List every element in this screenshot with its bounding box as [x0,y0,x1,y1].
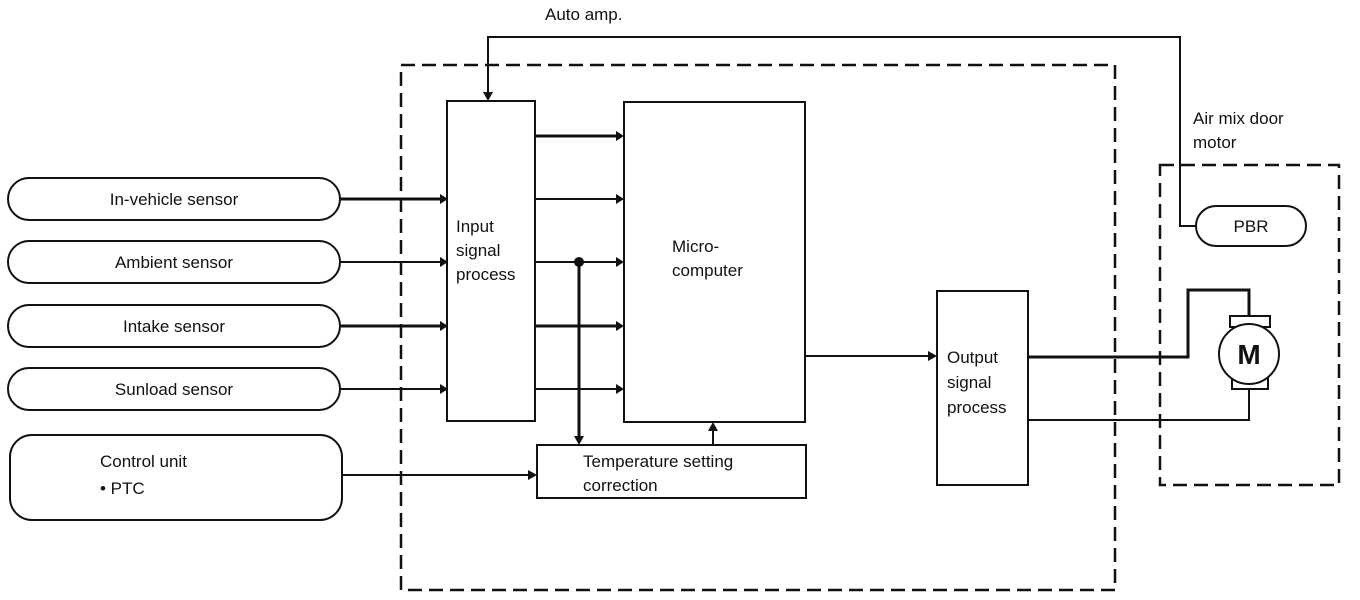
output-signal-process-block: Output signal process [936,290,1029,486]
output-line3: process [947,398,1007,417]
input-line1: Input [456,217,494,236]
temp-line2: correction [583,476,658,495]
sensor-ambient: Ambient sensor [7,240,341,284]
pbr-block: PBR [1195,205,1307,247]
input-line3: process [456,265,516,284]
sensor-label: Sunload sensor [115,380,233,399]
micro-line2: computer [672,261,743,280]
temp-correction-to-micro [708,422,718,445]
motor-label: M [1237,339,1260,370]
microcomputer-block: Micro- computer [623,101,806,423]
control-unit-line2: • PTC [100,479,145,498]
sensor-label: Ambient sensor [115,253,233,272]
pbr-label: PBR [1234,217,1269,236]
output-line1: Output [947,348,998,367]
auto-amp-label: Auto amp. [545,5,623,24]
control-unit-block: Control unit • PTC [9,434,343,521]
air-mix-door-motor-enclosure [1158,163,1341,487]
output-line2: signal [947,373,991,392]
sensor-label: In-vehicle sensor [110,190,239,209]
motor-symbol: M [1218,315,1280,390]
sensor-sunload: Sunload sensor [7,367,341,411]
control-unit-line1: Control unit [100,452,187,471]
input-signal-process-block: Input signal process [446,100,536,422]
sensor-label: Intake sensor [123,317,225,336]
air-mix-label-line1: Air mix door [1193,109,1284,128]
temperature-setting-correction-block: Temperature setting correction [536,444,807,499]
sensor-in-vehicle: In-vehicle sensor [7,177,341,221]
sensor-connector-lines [340,194,448,394]
output-to-motor-lines [1028,288,1251,421]
junction-to-temp-correction [574,257,584,445]
temp-line1: Temperature setting [583,452,733,471]
input-line2: signal [456,241,500,260]
air-mix-label-line2: motor [1193,133,1237,152]
input-to-micro-buses [535,131,624,394]
sensor-intake: Intake sensor [7,304,341,348]
micro-line1: Micro- [672,237,719,256]
micro-to-output [805,351,937,361]
control-unit-connector [342,470,537,480]
pbr-feedback-line [483,36,1196,227]
